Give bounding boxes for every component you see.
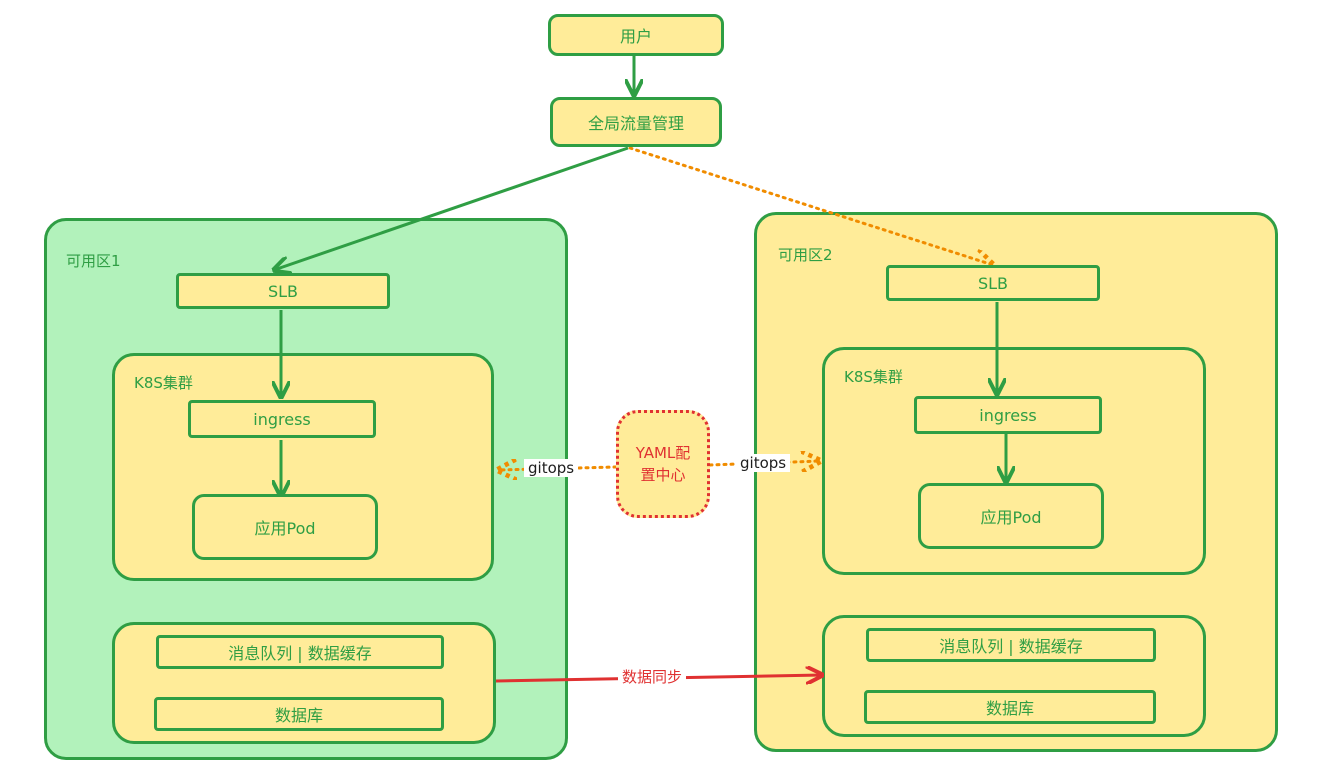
zone-2-database: 数据库	[864, 690, 1156, 724]
zone-1-ingress: ingress	[188, 400, 376, 438]
zone-2-mq-cache: 消息队列 | 数据缓存	[866, 628, 1156, 662]
zone-1-slb: SLB	[176, 273, 390, 309]
k8s-cluster-zone-1-title: K8S集群	[134, 374, 193, 392]
k8s-cluster-zone-2-title: K8S集群	[844, 368, 903, 386]
zone-1-title: 可用区1	[66, 252, 121, 270]
edge-global-traffic-to-zone-1-slb	[274, 146, 629, 270]
zone-1-database: 数据库	[154, 697, 444, 731]
zone-2-ingress: ingress	[914, 396, 1102, 434]
edge-global-traffic-to-zone-2-slb	[628, 146, 993, 265]
zone-2-pod: 应用Pod	[918, 483, 1104, 549]
yaml-config-center-label: YAML配置中心	[635, 444, 691, 484]
zone-2-title: 可用区2	[778, 246, 833, 264]
user-node: 用户	[548, 14, 724, 56]
zone-2-slb: SLB	[886, 265, 1100, 301]
gitops-label-left: gitops	[524, 459, 579, 477]
global-traffic-node: 全局流量管理	[550, 97, 722, 147]
zone-1-mq-cache: 消息队列 | 数据缓存	[156, 635, 444, 669]
gitops-label-right: gitops	[736, 454, 791, 472]
zone-1-pod: 应用Pod	[192, 494, 378, 560]
data-sync-label: 数据同步	[618, 666, 687, 687]
yaml-config-center: YAML配置中心	[616, 410, 710, 518]
